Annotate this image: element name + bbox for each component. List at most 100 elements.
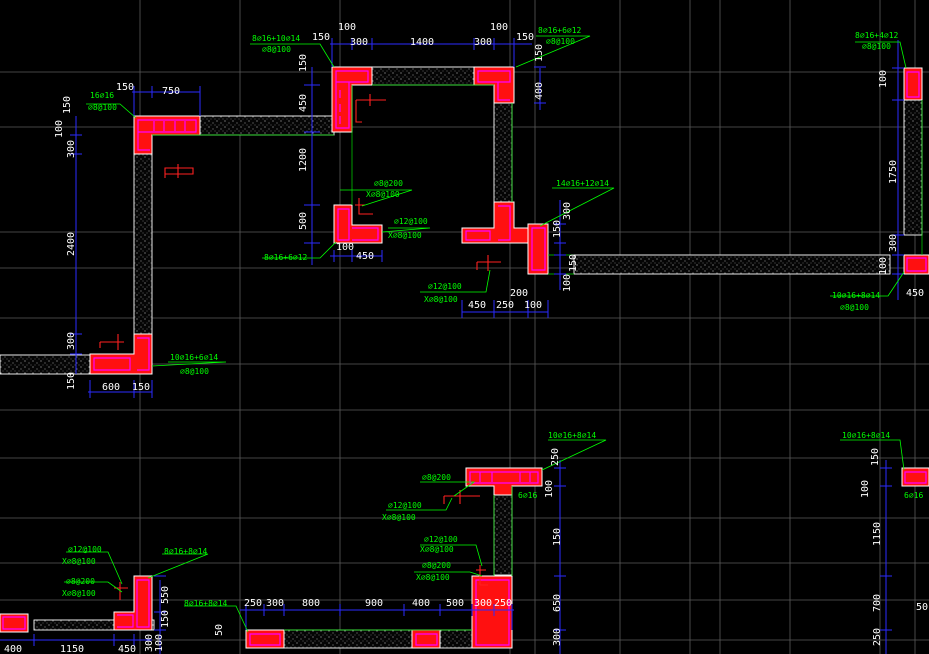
dim-label: 150 [116, 82, 134, 93]
dim-label: 1150 [60, 644, 84, 654]
dim-label: 100 [878, 70, 889, 88]
column-bottom-right [471, 575, 513, 649]
dim-label: 250 [244, 598, 262, 609]
note-text: 8⌀16+10⌀14 [252, 34, 300, 43]
dim-label: 100 [154, 634, 165, 652]
column-mid-lower [333, 204, 383, 244]
dim-label: 1150 [872, 522, 883, 546]
dim-label: 100 [524, 300, 542, 311]
note-text: ⌀12@100 [424, 535, 458, 544]
dim-label: 400 [4, 644, 22, 654]
column-right-mid [903, 254, 929, 275]
dim-label: 800 [302, 598, 320, 609]
dim-label: 100 [338, 22, 356, 33]
dim-label: 150 [298, 54, 309, 72]
note-text: ⌀12@100 [68, 545, 102, 554]
dim-label: 100 [878, 257, 889, 275]
dim-label: 250 [494, 598, 512, 609]
note-text: 10⌀16+8⌀14 [548, 431, 596, 440]
rebar-notes: 8⌀16+10⌀14 ⌀8@100 8⌀16+6⌀12 ⌀8@100 8⌀16+… [62, 26, 923, 608]
dim-label: 300 [266, 598, 284, 609]
note-text: 8⌀16+8⌀14 [184, 599, 228, 608]
dim-label: 100 [860, 480, 871, 498]
dim-label: 1200 [298, 148, 309, 172]
note-text: ⌀8@200 [422, 561, 451, 570]
dim-label: 450 [298, 94, 309, 112]
dim-label: 300 [562, 202, 573, 220]
note-text: X⌀8@100 [424, 295, 458, 304]
dim-label: 900 [365, 598, 383, 609]
note-text: X⌀8@100 [416, 573, 450, 582]
dim-label: 250 [496, 300, 514, 311]
dim-label: 750 [162, 86, 180, 97]
dim-label: 150 [312, 32, 330, 43]
dim-label: 150 [534, 44, 545, 62]
note-text: ⌀12@100 [388, 501, 422, 510]
dim-label: 300 [66, 332, 77, 350]
note-text: 10⌀16+8⌀14 [832, 291, 880, 300]
dim-label: 400 [412, 598, 430, 609]
note-text: 16⌀16 [90, 91, 114, 100]
note-text: ⌀8@200 [422, 473, 451, 482]
note-text: X⌀8@100 [388, 231, 422, 240]
column-junction [461, 201, 531, 244]
note-text: 10⌀16+6⌀14 [170, 353, 218, 362]
dim-label: 450 [356, 251, 374, 262]
dim-label: 500 [446, 598, 464, 609]
column-left-bottom [89, 333, 153, 375]
note-text: X⌀8@100 [366, 190, 400, 199]
dim-label: 150 [62, 96, 73, 114]
dim-label: 500 [298, 212, 309, 230]
note-text: 8⌀16+8⌀14 [164, 547, 208, 556]
dimension-labels: 100 150 300 1400 300 150 100 150 400 150… [4, 22, 928, 654]
dim-label: 250 [872, 628, 883, 646]
note-text: ⌀8@100 [546, 37, 575, 46]
note-text: 10⌀16+8⌀14 [842, 431, 890, 440]
dim-label: 150 [568, 254, 579, 272]
note-text: X⌀8@100 [62, 557, 96, 566]
dim-label: 200 [510, 288, 528, 299]
dim-label: 50 [916, 602, 928, 613]
dim-label: 1750 [888, 160, 899, 184]
note-text: ⌀8@200 [374, 179, 403, 188]
dim-label: 450 [118, 644, 136, 654]
dim-label: 450 [906, 288, 924, 299]
dim-label: 700 [872, 594, 883, 612]
dim-label: 300 [350, 37, 368, 48]
dim-label: 100 [544, 480, 555, 498]
note-text: ⌀12@100 [394, 217, 428, 226]
dim-label: 300 [144, 634, 155, 652]
dim-label: 650 [552, 594, 563, 612]
note-text: X⌀8@100 [62, 589, 96, 598]
stirrups [2, 70, 927, 646]
dim-label: 150 [552, 528, 563, 546]
note-text: ⌀8@100 [262, 45, 291, 54]
note-text: 6⌀16 [904, 491, 923, 500]
note-text: ⌀8@100 [180, 367, 209, 376]
dim-label: 50 [214, 624, 225, 636]
dim-label: 150 [552, 220, 563, 238]
leader-lines [64, 35, 907, 633]
dim-label: 100 [562, 274, 573, 292]
column-bottom-corner [0, 613, 29, 633]
dim-label: 100 [490, 22, 508, 33]
dim-label: 250 [550, 448, 561, 466]
note-text: 6⌀16 [518, 491, 537, 500]
dim-label: 300 [552, 628, 563, 646]
note-text: ⌀8@200 [66, 577, 95, 586]
note-text: ⌀12@100 [428, 282, 462, 291]
dim-label: 300 [474, 37, 492, 48]
note-text: 14⌀16+12⌀14 [556, 179, 609, 188]
dimension-lines [0, 38, 904, 654]
dim-label: 300 [474, 598, 492, 609]
dim-label: 2400 [66, 232, 77, 256]
dim-label: 450 [468, 300, 486, 311]
dim-label: 300 [888, 234, 899, 252]
note-text: 8⌀16+6⌀12 [264, 253, 308, 262]
dim-label: 600 [102, 382, 120, 393]
note-text: ⌀8@100 [88, 103, 117, 112]
dim-label: 150 [516, 32, 534, 43]
note-text: X⌀8@100 [420, 545, 454, 554]
dim-label: 150 [66, 372, 77, 390]
